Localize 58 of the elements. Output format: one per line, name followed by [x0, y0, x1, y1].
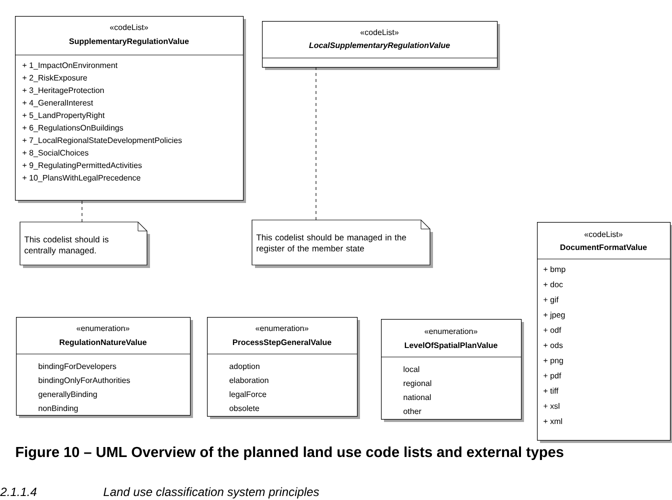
attribute-text: + pdf	[544, 372, 562, 380]
attribute-text: + odf	[544, 327, 562, 333]
attribute-text: bindingForDevelopers	[38, 363, 116, 371]
note-box	[252, 220, 433, 268]
attribute-text: nonBinding	[38, 405, 78, 413]
attribute-text: + 9_RegulatingPermittedActivities	[22, 162, 142, 170]
attribute-text: legalForce	[230, 391, 266, 399]
figure-caption: Figure 10 – UML Overview of the planned land use code lists and external types	[16, 446, 564, 460]
attribute-text: other	[404, 408, 422, 414]
attribute-text: generallyBinding	[38, 391, 97, 399]
attribute-text: regional	[404, 380, 432, 388]
stereotype-label: «codeList»	[110, 24, 148, 30]
section-heading: Land use classification system principles	[104, 487, 320, 498]
class-box	[262, 21, 500, 70]
class-box	[536, 222, 672, 443]
attribute-text: + doc	[544, 281, 563, 288]
attribute-text: + 4_GeneralInterest	[22, 100, 94, 108]
attribute-text: + 5_LandPropertyRight	[22, 112, 105, 120]
attribute-text: + tiff	[544, 388, 558, 394]
attribute-text: + 1_ImpactOnEnvironment	[22, 62, 118, 70]
attribute-text: obsolete	[230, 405, 260, 412]
attribute-text: + bmp	[544, 266, 566, 274]
attribute-text: national	[404, 394, 431, 400]
class-name: RegulationNatureValue	[60, 339, 147, 347]
attribute-text: + 8_SocialChoices	[22, 150, 88, 158]
class-name: DocumentFormatValue	[560, 244, 647, 250]
attribute-text: local	[404, 366, 420, 372]
stereotype-label: «codeList»	[584, 231, 623, 238]
attribute-text: + png	[544, 358, 563, 365]
note-text: This codelist should be managed in the register of the member state	[256, 234, 406, 254]
class-box	[16, 317, 193, 418]
attribute-text: + xml	[544, 418, 562, 424]
attribute-text: + jpeg	[544, 312, 565, 320]
stereotype-label: «enumeration»	[256, 325, 308, 332]
note-text: This codelist should is centrally managed.	[24, 236, 108, 256]
attribute-text: bindingOnlyForAuthorities	[38, 377, 130, 385]
attribute-text: + 7_LocalRegionalStateDevelopmentPolicies	[22, 137, 182, 145]
attribute-text: adoption	[230, 363, 260, 371]
class-box	[206, 317, 360, 419]
class-box	[380, 319, 524, 422]
note-box	[20, 222, 150, 268]
attribute-text: + gif	[544, 296, 559, 304]
section-number: 2.1.1.4	[0, 488, 36, 496]
stereotype-label: «enumeration»	[424, 328, 478, 334]
attribute-text: + 2_RiskExposure	[22, 74, 87, 82]
attribute-text: + 10_PlansWithLegalPrecedence	[22, 174, 140, 182]
attribute-text: + 6_RegulationsOnBuildings	[22, 124, 124, 132]
attribute-text: + 3_HeritageProtection	[22, 87, 104, 95]
attribute-text: + ods	[544, 342, 563, 348]
stereotype-label: «enumeration»	[76, 325, 130, 332]
class-name: ProcessStepGeneralValue	[232, 339, 332, 347]
class-name: LocalSupplementaryRegulationValue	[309, 42, 450, 50]
class-name: LevelOfSpatialPlanValue	[404, 342, 498, 350]
class-box	[14, 16, 246, 203]
attribute-text: elaboration	[230, 377, 268, 384]
class-name: SupplementaryRegulationValue	[69, 38, 189, 46]
stereotype-label: «codeList»	[360, 29, 399, 36]
attribute-text: + xsl	[544, 403, 560, 409]
